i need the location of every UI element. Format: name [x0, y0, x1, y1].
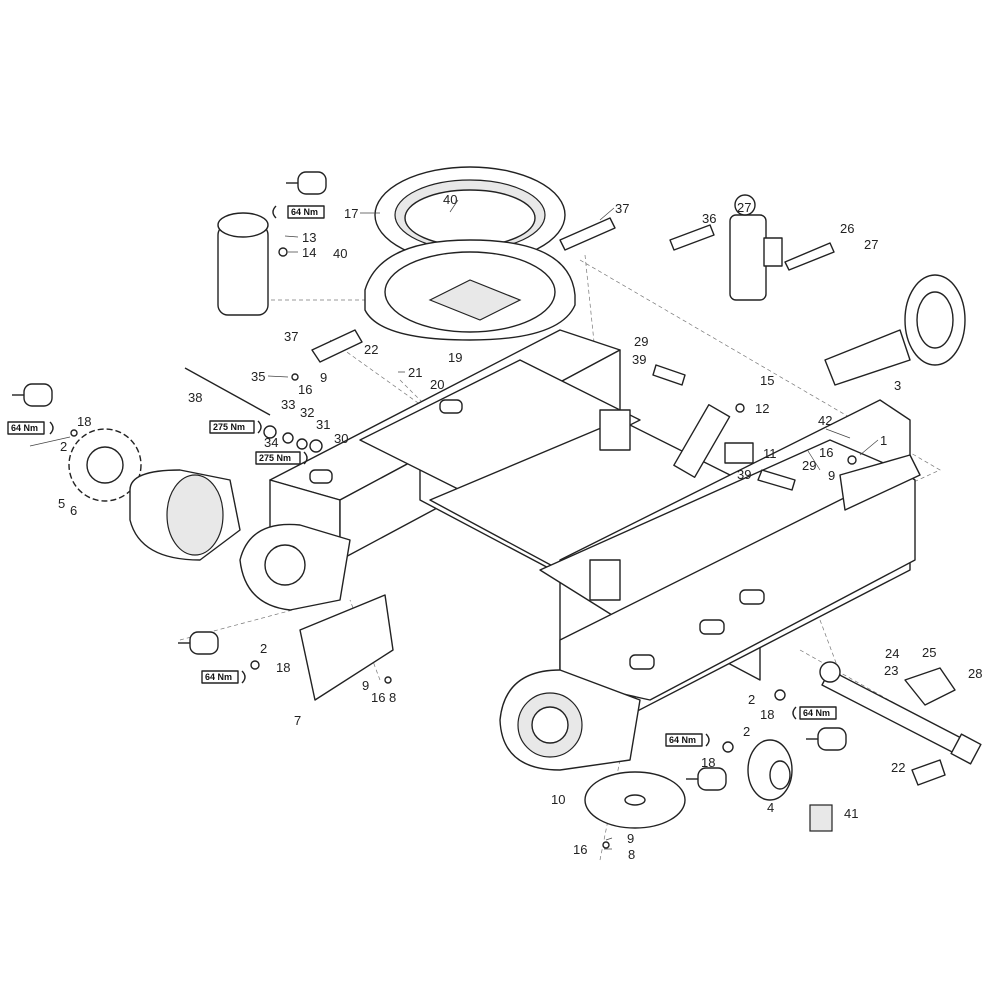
slewing-ring [364, 166, 576, 341]
callout: 13 [302, 230, 316, 245]
svg-text:64 Nm: 64 Nm [669, 735, 696, 745]
track-adjuster-cylinder [729, 194, 783, 301]
plate [584, 771, 686, 829]
callout: 4 [767, 800, 774, 815]
callout: 9 [320, 370, 327, 385]
swivel-joint [217, 212, 269, 316]
callout: 22 [364, 342, 378, 357]
svg-text:275 Nm: 275 Nm [213, 422, 245, 432]
callout: 10 [551, 792, 565, 807]
callout: 38 [188, 390, 202, 405]
callout: 32 [300, 405, 314, 420]
callout: 2 [60, 439, 67, 454]
callout: 16 [298, 382, 312, 397]
callout: 39 [737, 467, 751, 482]
callout: 30 [334, 431, 348, 446]
callout: 16 [371, 690, 385, 705]
callout: 7 [294, 713, 301, 728]
torque-badge-64nm-2: 64 Nm [7, 421, 54, 435]
svg-text:64 Nm: 64 Nm [803, 708, 830, 718]
callout: 18 [701, 755, 715, 770]
callout: 23 [884, 663, 898, 678]
callout: 33 [281, 397, 295, 412]
callout: 17 [344, 206, 358, 221]
callout: 24 [885, 646, 899, 661]
callout: 27 [737, 200, 751, 215]
callout: 18 [760, 707, 774, 722]
drive-sprocket-and-motor [68, 428, 241, 561]
callout: 9 [362, 678, 369, 693]
svg-text:275 Nm: 275 Nm [259, 453, 291, 463]
callout: 14 [302, 245, 316, 260]
callout: 36 [702, 211, 716, 226]
callout: 8 [628, 847, 635, 862]
callout: 6 [70, 503, 77, 518]
callout-labels: 17 40 37 36 27 26 27 13 14 40 37 22 35 9… [58, 192, 982, 862]
torque-badge-64nm-3: 64 Nm [201, 670, 246, 684]
torque-badge-64nm-1: 64 Nm [272, 205, 325, 219]
callout: 19 [448, 350, 462, 365]
callout: 41 [844, 806, 858, 821]
callout: 2 [260, 641, 267, 656]
callout: 1 [880, 433, 887, 448]
callout: 39 [632, 352, 646, 367]
callout: 40 [443, 192, 457, 207]
callout: 9 [627, 831, 634, 846]
fasteners [70, 247, 921, 849]
idler-wheel [824, 274, 966, 386]
callout: 20 [430, 377, 444, 392]
pins [184, 217, 835, 491]
callout: 27 [864, 237, 878, 252]
callout: 37 [615, 201, 629, 216]
track-roller [747, 739, 793, 801]
callout: 28 [968, 666, 982, 681]
callout: 18 [276, 660, 290, 675]
callout: 34 [264, 435, 278, 450]
callout: 35 [251, 369, 265, 384]
leader-lines [29, 199, 879, 850]
callout: 2 [743, 724, 750, 739]
undercarriage-frame [239, 329, 916, 771]
callout: 15 [760, 373, 774, 388]
callout: 29 [802, 458, 816, 473]
callout: 9 [828, 468, 835, 483]
torque-badge-275nm-2: 275 Nm [255, 451, 308, 465]
torque-badge-64nm-4: 64 Nm [792, 706, 837, 720]
torque-badge-64nm-5: 64 Nm [665, 733, 710, 747]
cover-plate [299, 594, 394, 701]
callout: 29 [634, 334, 648, 349]
callout: 18 [77, 414, 91, 429]
callout: 22 [891, 760, 905, 775]
callout: 26 [840, 221, 854, 236]
callout: 8 [389, 690, 396, 705]
svg-text:64 Nm: 64 Nm [11, 423, 38, 433]
callout: 40 [333, 246, 347, 261]
callout: 21 [408, 365, 422, 380]
torque-badge-275nm-1: 275 Nm [209, 420, 262, 434]
callout: 25 [922, 645, 936, 660]
callout: 16 [819, 445, 833, 460]
callout: 42 [818, 413, 832, 428]
callout: 3 [894, 378, 901, 393]
callout: 37 [284, 329, 298, 344]
callout: 11 [763, 446, 777, 461]
callout: 5 [58, 496, 65, 511]
callout: 2 [748, 692, 755, 707]
grease-gun-icons [12, 171, 847, 832]
callout: 12 [755, 401, 769, 416]
callout: 16 [573, 842, 587, 857]
callout: 31 [316, 417, 330, 432]
svg-text:64 Nm: 64 Nm [205, 672, 232, 682]
svg-text:64 Nm: 64 Nm [291, 207, 318, 217]
grease-cylinder [819, 661, 982, 786]
